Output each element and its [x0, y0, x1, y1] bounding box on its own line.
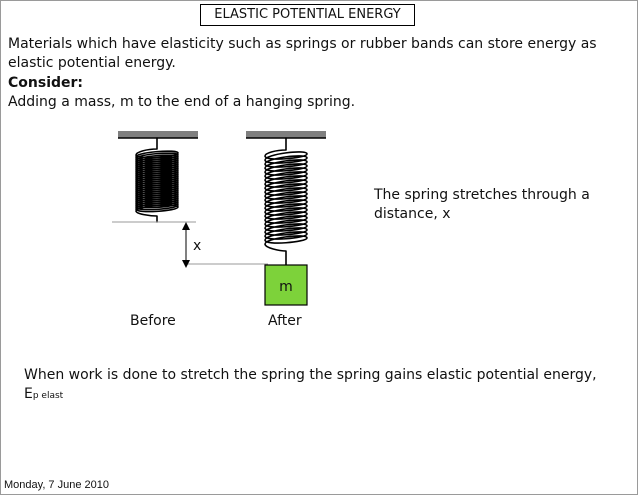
ep-elast-symbol: Ep elast [24, 385, 63, 406]
consider-heading: Consider: [8, 75, 84, 91]
after-ceiling-support [246, 131, 326, 138]
before-ceiling-support [118, 131, 198, 138]
stretch-note: The spring stretches through a distance,… [374, 187, 590, 222]
intro-text: Materials which have elasticity such as … [8, 36, 597, 71]
extension-arrow-head-down [182, 260, 190, 268]
before-label: Before [130, 313, 176, 329]
work-statement: When work is done to stretch the spring … [24, 367, 597, 383]
after-spring-coil [264, 137, 308, 266]
footer-date: Monday, 7 June 2010 [4, 479, 109, 491]
ep-subscript: p elast [32, 391, 64, 401]
mass-block [264, 264, 308, 306]
mass-label: m [279, 279, 293, 295]
adding-mass-text: Adding a mass, m to the end of a hanging… [8, 94, 356, 110]
extension-label: x [193, 238, 202, 254]
extension-arrow-head-up [182, 222, 190, 230]
slide-title: ELASTIC POTENTIAL ENERGY [200, 4, 415, 26]
before-spring-coil [135, 137, 179, 223]
ep-letter: E [24, 386, 33, 402]
after-label: After [268, 313, 302, 329]
